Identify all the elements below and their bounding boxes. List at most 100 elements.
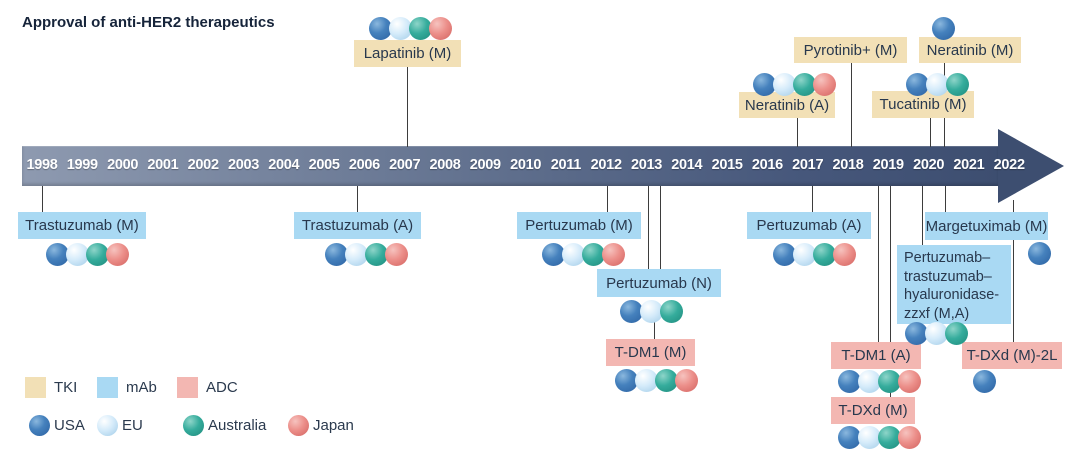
- region-dot-eu: [344, 242, 368, 266]
- region-dot-eu: [634, 368, 658, 392]
- year-label-2015: 2015: [711, 157, 743, 173]
- connector-line-pertuzumab-m: [607, 186, 609, 213]
- year-label-2012: 2012: [590, 157, 622, 173]
- region-dot-japan: [674, 368, 698, 392]
- event-t-dxd-m: T-DXd (M): [831, 397, 915, 424]
- event-phesgo-ma: Pertuzumab– trastuzumab– hyaluronidase-zzx…: [897, 245, 1011, 324]
- event-pertuzumab-a: Pertuzumab (A): [747, 212, 871, 239]
- region-dot-usa: [324, 242, 348, 266]
- year-label-2006: 2006: [348, 157, 380, 173]
- legend-region-dot-eu: [97, 415, 118, 436]
- region-dot-usa: [541, 242, 565, 266]
- region-dot-japan: [897, 425, 921, 449]
- region-dot-eu: [65, 242, 89, 266]
- connector-line-t-dm1-m: [660, 186, 662, 270]
- region-dot-australia: [944, 321, 968, 345]
- legend-swatch-mab: [97, 377, 118, 398]
- region-dot-eu: [924, 321, 948, 345]
- event-phesgo-ma-line-3: zzxf (M,A): [904, 305, 970, 322]
- connector-line-t-dxd-m-1: [890, 388, 892, 398]
- region-dot-eu: [857, 369, 881, 393]
- region-dot-usa: [905, 72, 929, 96]
- year-label-2020: 2020: [913, 157, 945, 173]
- year-label-2004: 2004: [268, 157, 300, 173]
- year-label-2007: 2007: [389, 157, 421, 173]
- year-label-2005: 2005: [308, 157, 340, 173]
- region-dot-usa: [368, 16, 392, 40]
- region-dot-japan: [384, 242, 408, 266]
- year-label-2019: 2019: [872, 157, 904, 173]
- event-t-dm1-a: T-DM1 (A): [831, 342, 921, 369]
- legend-label-mab: mAb: [126, 379, 157, 396]
- event-phesgo-ma-line-2: hyaluronidase-: [904, 287, 1000, 303]
- event-pertuzumab-n: Pertuzumab (N): [597, 269, 721, 297]
- year-label-2021: 2021: [953, 157, 985, 173]
- event-margetuximab-m: Margetuximab (M): [925, 212, 1048, 240]
- year-label-2017: 2017: [792, 157, 824, 173]
- connector-line-t-dm1-a: [878, 186, 880, 343]
- connector-line-pertuzumab-a: [812, 186, 814, 213]
- connector-line-t-dm1-m-1: [654, 317, 656, 340]
- connector-line-t-dxd-m: [890, 186, 892, 343]
- year-label-2011: 2011: [550, 157, 582, 173]
- event-phesgo-ma-line-0: Pertuzumab–: [904, 250, 991, 266]
- region-dot-usa: [837, 369, 861, 393]
- region-dot-eu: [857, 425, 881, 449]
- legend-swatch-adc: [177, 377, 198, 398]
- region-dot-japan: [832, 242, 856, 266]
- region-dot-japan: [105, 242, 129, 266]
- year-label-2008: 2008: [429, 157, 461, 173]
- legend-label-australia: Australia: [208, 417, 267, 434]
- year-label-1998: 1998: [26, 157, 58, 173]
- region-dot-usa: [614, 368, 638, 392]
- year-label-2000: 2000: [107, 157, 139, 173]
- event-trastuzumab-a: Trastuzumab (A): [294, 212, 421, 239]
- region-dot-japan: [601, 242, 625, 266]
- legend-label-eu: EU: [122, 417, 143, 434]
- region-dot-usa: [619, 299, 643, 323]
- connector-line-trastuzumab-a: [357, 186, 359, 213]
- legend-region-dot-australia: [183, 415, 204, 436]
- region-dot-japan: [812, 72, 836, 96]
- region-dot-usa: [772, 242, 796, 266]
- event-pertuzumab-m: Pertuzumab (M): [517, 212, 641, 239]
- year-label-2001: 2001: [147, 157, 179, 173]
- event-tucatinib-m: Tucatinib (M): [872, 91, 974, 118]
- region-dot-australia: [945, 72, 969, 96]
- region-dot-australia: [85, 242, 109, 266]
- event-t-dxd-m-2l: T-DXd (M)-2L: [962, 342, 1062, 369]
- legend-label-japan: Japan: [313, 417, 354, 434]
- region-dot-eu: [388, 16, 412, 40]
- connector-line-pyrotinib-m: [851, 62, 853, 147]
- year-label-2018: 2018: [832, 157, 864, 173]
- legend-region-dot-japan: [288, 415, 309, 436]
- year-label-2002: 2002: [187, 157, 219, 173]
- region-dot-australia: [654, 368, 678, 392]
- region-dot-australia: [408, 16, 432, 40]
- chart-title: Approval of anti-HER2 therapeutics: [22, 14, 275, 31]
- year-label-2013: 2013: [630, 157, 663, 173]
- event-pyrotinib-m: Pyrotinib+ (M): [794, 37, 907, 63]
- year-label-1999: 1999: [66, 157, 98, 173]
- legend-label-adc: ADC: [206, 379, 238, 396]
- region-dot-australia: [364, 242, 388, 266]
- event-t-dm1-m: T-DM1 (M): [606, 339, 695, 366]
- event-phesgo-ma-line-1: trastuzumab–: [904, 268, 992, 285]
- region-dot-australia: [812, 242, 836, 266]
- connector-line-t-dxd-m-2l: [1013, 200, 1015, 343]
- region-dot-australia: [877, 369, 901, 393]
- connector-line-phesgo-ma: [922, 186, 924, 246]
- legend-label-usa: USA: [54, 417, 85, 434]
- region-dot-usa: [1027, 241, 1051, 265]
- event-lapatinib-m: Lapatinib (M): [354, 40, 461, 67]
- year-label-2016: 2016: [751, 157, 783, 173]
- connector-line-trastuzumab-m: [42, 186, 44, 213]
- region-dot-usa: [931, 16, 955, 40]
- timeline-arrow-body: [22, 146, 999, 186]
- legend-label-tki: TKI: [54, 379, 78, 396]
- region-dot-usa: [45, 242, 69, 266]
- region-dot-usa: [837, 425, 861, 449]
- region-dot-eu: [925, 72, 949, 96]
- connector-line-lapatinib-m: [407, 66, 409, 147]
- connector-line-neratinib-a: [797, 117, 799, 147]
